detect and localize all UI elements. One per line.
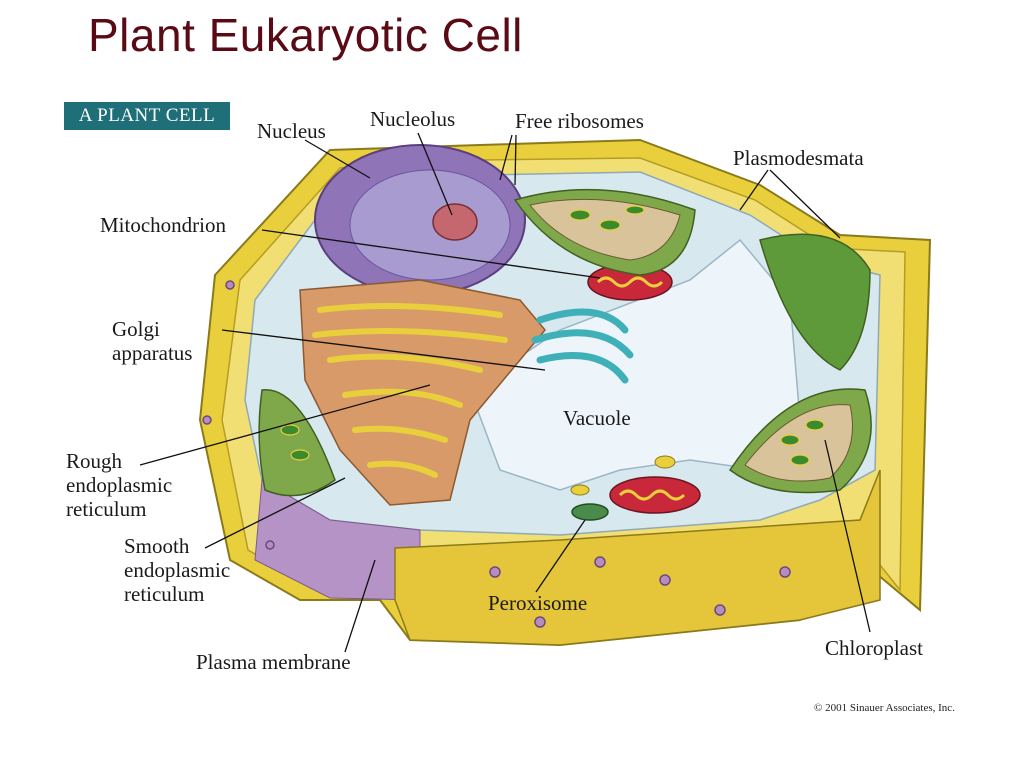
nucleolus-shape	[432, 203, 478, 241]
label-smooth-er-line1: Smooth	[124, 534, 190, 558]
label-rough-er-line1: Rough	[66, 449, 123, 473]
label-nucleolus: Nucleolus	[370, 107, 456, 131]
golgi-shape	[531, 308, 634, 384]
copyright-credit: © 2001 Sinauer Associates, Inc.	[814, 702, 955, 714]
chloroplast-right	[759, 233, 871, 371]
label-nucleus: Nucleus	[257, 119, 326, 143]
label-chloroplast: Chloroplast	[825, 636, 923, 660]
label-rough-er-line3: reticulum	[66, 497, 147, 521]
label-rough-er-line2: endoplasmic	[66, 473, 173, 497]
label-plasmodesmata: Plasmodesmata	[733, 146, 864, 170]
label-golgi-line2: apparatus	[112, 341, 193, 365]
label-vacuole: Vacuole	[563, 406, 631, 430]
label-smooth-er-line2: endoplasmic	[124, 558, 231, 582]
label-plasma-membrane: Plasma membrane	[196, 650, 351, 674]
label-peroxisome: Peroxisome	[488, 591, 588, 615]
page-title: Plant Eukaryotic Cell	[88, 9, 523, 61]
chloroplast-left	[258, 389, 336, 497]
label-mitochondrion: Mitochondrion	[100, 213, 226, 237]
label-golgi-line1: Golgi	[112, 317, 160, 341]
plant-cell-badge: A PLANT CELL	[64, 102, 230, 130]
peroxisome-shape	[571, 503, 609, 521]
label-free-ribosomes: Free ribosomes	[515, 109, 644, 133]
label-smooth-er-line3: reticulum	[124, 582, 205, 606]
